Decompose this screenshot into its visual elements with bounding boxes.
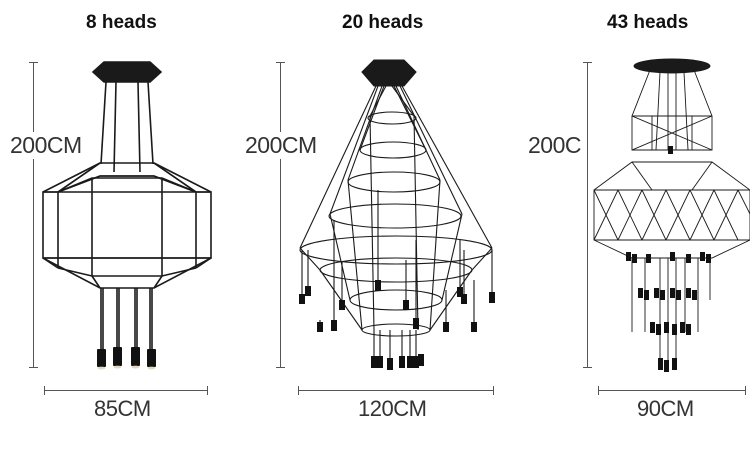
- height-tick-bottom: [583, 367, 592, 368]
- width-label: 85CM: [94, 396, 151, 421]
- chandelier-43-heads-image: [593, 58, 750, 372]
- width-dimension-line: [298, 390, 494, 391]
- heads-label: 20 heads: [342, 12, 424, 33]
- height-tick-bottom: [29, 367, 38, 368]
- chandelier-8-heads-image: [42, 61, 212, 370]
- width-dimension-line: [44, 390, 208, 391]
- width-dimension-line: [598, 390, 746, 391]
- width-tick-right: [745, 386, 746, 395]
- product-panel-8-heads: 8 heads 200CM 85CM: [0, 0, 250, 452]
- heads-label: 8 heads: [86, 12, 157, 33]
- width-label: 90CM: [637, 396, 694, 421]
- width-tick-left: [44, 386, 45, 395]
- height-tick-top: [583, 62, 592, 63]
- width-tick-left: [598, 386, 599, 395]
- width-tick-right: [207, 386, 208, 395]
- heads-label: 43 heads: [607, 12, 689, 33]
- height-label: 200C: [528, 132, 581, 159]
- product-panel-20-heads: 20 heads 200CM 120CM: [245, 0, 510, 452]
- product-panel-43-heads: 43 heads 200C 90CM: [510, 0, 750, 452]
- width-tick-left: [298, 386, 299, 395]
- height-dimension-line: [587, 62, 588, 368]
- height-label: 200CM: [245, 132, 317, 159]
- height-tick-bottom: [276, 367, 285, 368]
- height-tick-top: [29, 62, 38, 63]
- height-tick-top: [276, 62, 285, 63]
- height-dimension-line: [33, 62, 34, 368]
- width-tick-right: [493, 386, 494, 395]
- chandelier-20-heads-image: [299, 59, 495, 370]
- height-label: 200CM: [10, 132, 82, 159]
- width-label: 120CM: [358, 396, 427, 421]
- height-dimension-line: [280, 62, 281, 368]
